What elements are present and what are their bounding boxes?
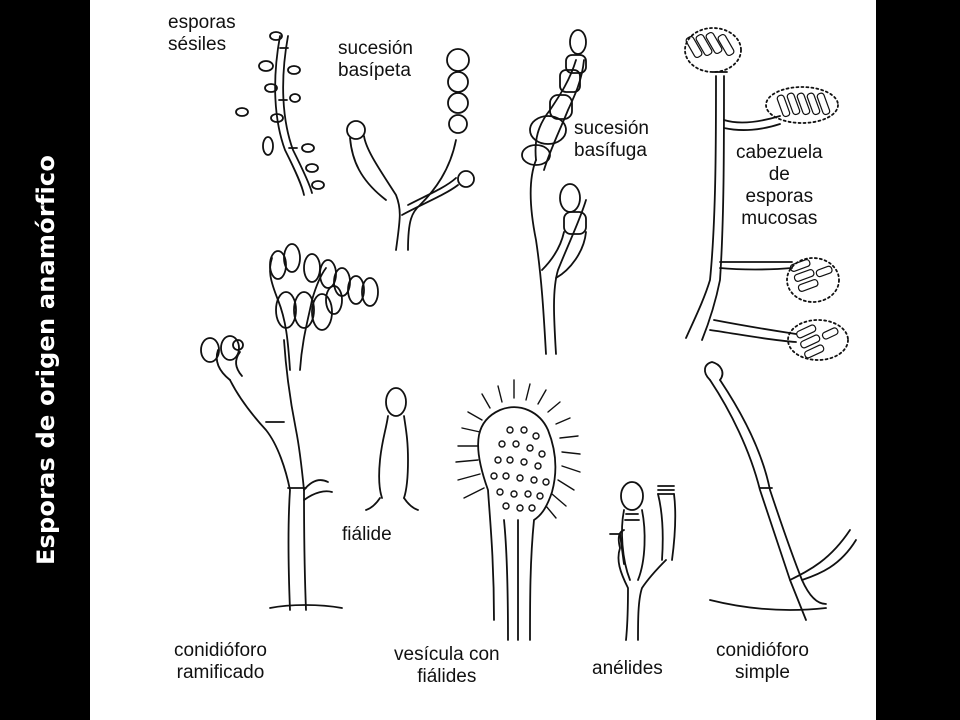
label-conidioforo-simple: conidióforo simple bbox=[716, 640, 809, 683]
fialide-drawing bbox=[365, 387, 419, 511]
esporas-sesiles-drawing bbox=[235, 31, 325, 196]
label-esporas-sesiles: esporas sésiles bbox=[168, 12, 236, 55]
anelides-drawing bbox=[609, 481, 677, 641]
slide-title-container: Esporas de origen anamórfico bbox=[8, 0, 84, 720]
figure-plate: esporas sésiles sucesión basípeta sucesi… bbox=[90, 0, 876, 720]
slide-title: Esporas de origen anamórfico bbox=[32, 154, 61, 566]
conidioforo-ramificado-drawing bbox=[200, 243, 379, 611]
label-cabezuela: cabezuela de esporas mucosas bbox=[736, 142, 823, 229]
vesicula-drawing bbox=[455, 379, 581, 641]
conidioforo-simple-drawing bbox=[704, 361, 857, 621]
sucesion-basifuga-drawing bbox=[521, 29, 587, 355]
label-fialide: fiálide bbox=[342, 524, 392, 545]
sucesion-basipeta-drawing bbox=[346, 48, 475, 251]
spore-diagram bbox=[200, 27, 857, 641]
label-conidioforo-ramificado: conidióforo ramificado bbox=[174, 640, 267, 683]
label-sucesion-basifuga: sucesión basífuga bbox=[574, 118, 649, 161]
cabezuela-drawing bbox=[684, 27, 849, 361]
label-sucesion-basipeta: sucesión basípeta bbox=[338, 38, 413, 81]
label-vesicula: vesícula con fiálides bbox=[394, 644, 500, 687]
label-anelides: anélides bbox=[592, 658, 663, 679]
